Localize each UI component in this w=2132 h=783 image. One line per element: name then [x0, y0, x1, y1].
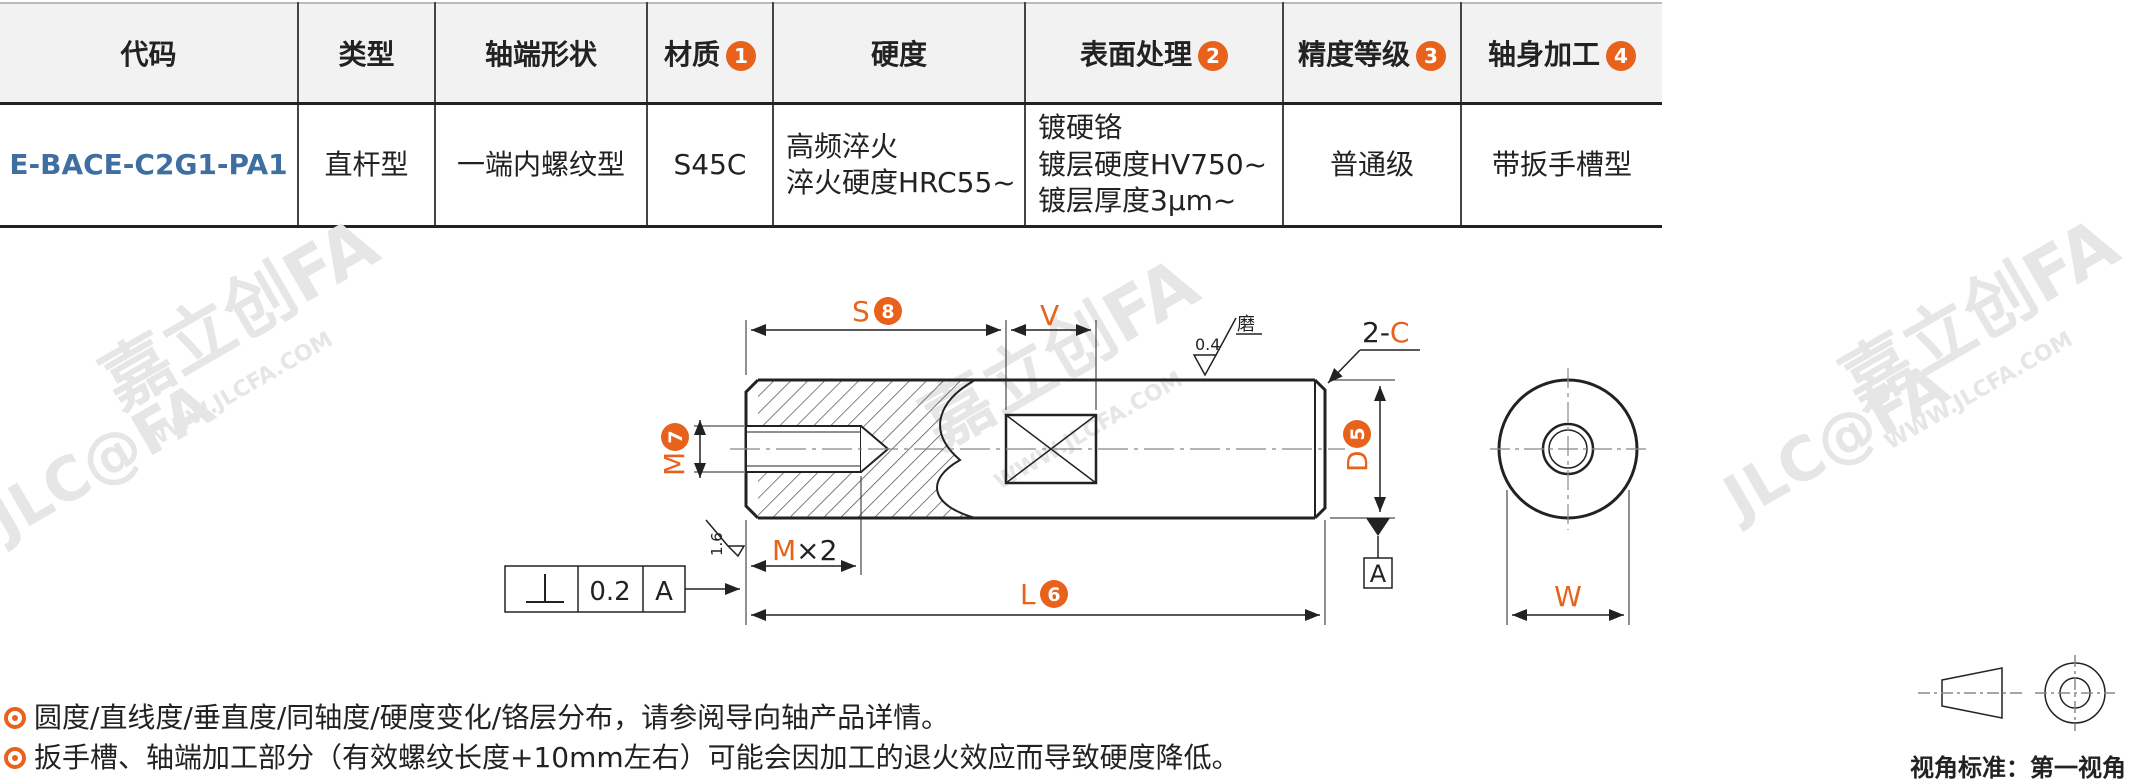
tolerance-datum: A — [655, 577, 673, 607]
notes: 圆度/直线度/垂直度/同轴度/硬度变化/铬层分布，请参阅导向轴产品详情。 扳手槽… — [0, 698, 1240, 778]
grind-symbol — [1192, 317, 1262, 377]
view-standard-label: 视角标准：第一视角 — [1910, 754, 2126, 782]
svg-text:嘉立创FA: 嘉立创FA — [908, 242, 1212, 465]
roughness-value: 1.6 — [708, 532, 726, 556]
tolerance-frame — [504, 565, 740, 613]
note-item: 圆度/直线度/垂直度/同轴度/硬度变化/铬层分布，请参阅导向轴产品详情。 — [0, 698, 1240, 738]
badge-1: 1 — [726, 41, 756, 71]
label-W: W — [1554, 580, 1582, 613]
badge-8 — [874, 297, 902, 325]
cell-hardness: 高频淬火 淬火硬度HRC55~ — [773, 103, 1026, 228]
grind-label: 磨 — [1237, 314, 1255, 335]
header-end-shape: 轴端形状 — [435, 2, 648, 105]
dim-S — [745, 320, 1007, 410]
projection-symbol-icon — [1918, 655, 2115, 731]
grind-value: 0.4 — [1195, 335, 1220, 354]
table-row: E-BACE-C2G1-PA1 直杆型 一端内螺纹型 S45C 高频淬火 淬火硬… — [0, 103, 1662, 228]
datum-label: A — [1370, 560, 1387, 588]
svg-text:7: 7 — [665, 430, 687, 443]
chamfer-label: 2-C — [1362, 316, 1409, 349]
badge-4: 4 — [1606, 41, 1636, 71]
badge-7 — [661, 423, 689, 451]
svg-text:5: 5 — [1347, 427, 1369, 440]
bullet-icon — [4, 747, 26, 769]
shaft-end-view — [1490, 368, 1646, 625]
cell-precision: 普通级 — [1283, 103, 1462, 228]
header-hardness: 硬度 — [773, 2, 1026, 105]
header-type: 类型 — [298, 2, 436, 105]
svg-text:8: 8 — [881, 301, 894, 323]
badge-5 — [1343, 420, 1371, 448]
watermark: JLC@FA 嘉立创FA WWW.JLCFA.COM 嘉立创FA WWW.JLC… — [0, 202, 2132, 555]
svg-text:6: 6 — [1047, 584, 1060, 606]
badge-3: 3 — [1416, 41, 1446, 71]
badge-6 — [1040, 580, 1068, 608]
cell-shaft-processing: 带扳手槽型 — [1461, 103, 1662, 228]
dim-V — [1011, 320, 1097, 410]
bullet-icon — [4, 707, 26, 729]
label-L: L — [1020, 578, 1036, 611]
badge-2: 2 — [1198, 41, 1228, 71]
label-Mx2: M×2 — [772, 534, 837, 567]
dim-Mx2 — [745, 476, 862, 625]
cell-end-shape: 一端内螺纹型 — [435, 103, 648, 228]
dim-L — [751, 520, 1326, 625]
note-item: 扳手槽、轴端加工部分（有效螺纹长度+10mm左右）可能会因加工的退火效应而导致硬… — [0, 738, 1240, 778]
header-code: 代码 — [0, 2, 299, 105]
label-M: M — [658, 452, 691, 476]
cell-type: 直杆型 — [298, 103, 436, 228]
shaft-side-view — [730, 378, 1345, 520]
cell-code[interactable]: E-BACE-C2G1-PA1 — [0, 103, 299, 228]
cell-surface: 镀硬铬 镀层硬度HV750~ 镀层厚度3μm~ — [1025, 103, 1284, 228]
label-S: S — [852, 295, 870, 328]
label-D: D — [1341, 450, 1374, 472]
chamfer-leader — [1327, 349, 1420, 384]
cell-material: S45C — [647, 103, 774, 228]
datum-A — [1363, 518, 1393, 589]
label-V: V — [1040, 299, 1059, 332]
tolerance-value: 0.2 — [589, 577, 630, 607]
dim-M — [694, 420, 744, 478]
roughness-symbol — [705, 519, 746, 558]
